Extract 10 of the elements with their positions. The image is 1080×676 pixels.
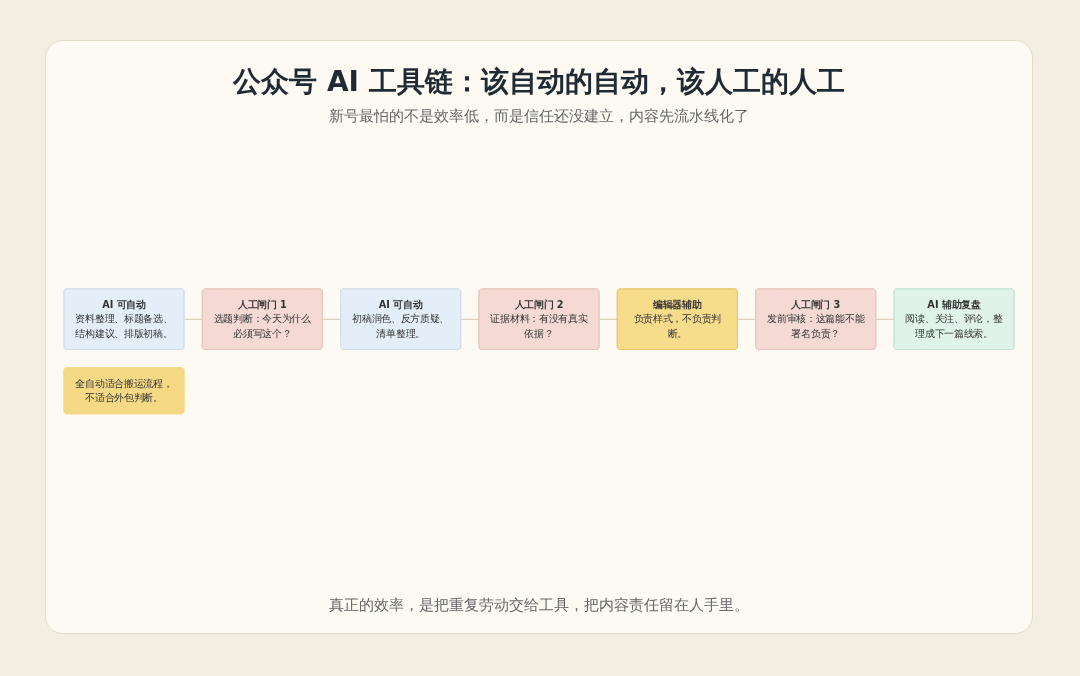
connector	[183, 318, 204, 320]
connector	[322, 318, 342, 320]
connector	[737, 318, 757, 320]
subtitle: 新号最怕的不是效率低，而是信任还没建立，内容先流水线化了	[328, 107, 750, 126]
footnote: 真正的效率，是把重复劳动交给工具，把内容责任留在人手里。	[328, 596, 750, 615]
title: 公众号 AI 工具链：该自动的自动，该人工的人工	[231, 64, 846, 100]
connector	[875, 318, 895, 320]
connector	[460, 318, 480, 320]
card-background: 公众号 AI 工具链：该自动的自动，该人工的人工 新号最怕的不是效率低，而是信任还没建立，内容先流水线化了 AI 可自动 资料整理、标题备选、结构建议、排版初稿。 人工闸门 1 选题判断：今天为什么必须写这个？ AI 可自动 初稿润色、反方质疑、清单整理。 人工闸门 2 证据材料：有没有真实依据？ 编辑器辅助 负责样式，不负责判断。 人工闸门 3 发前审核：这篇能不能署名负责？ AI 辅助复盘 阅读、关注、评论，整理成下一篇线索。 全自动适合搬运流程，不适合外包判断。 真正的效率，是把重复劳动交给工具，把内容责任留在人手里。	[45, 40, 1033, 634]
connector	[598, 318, 619, 320]
